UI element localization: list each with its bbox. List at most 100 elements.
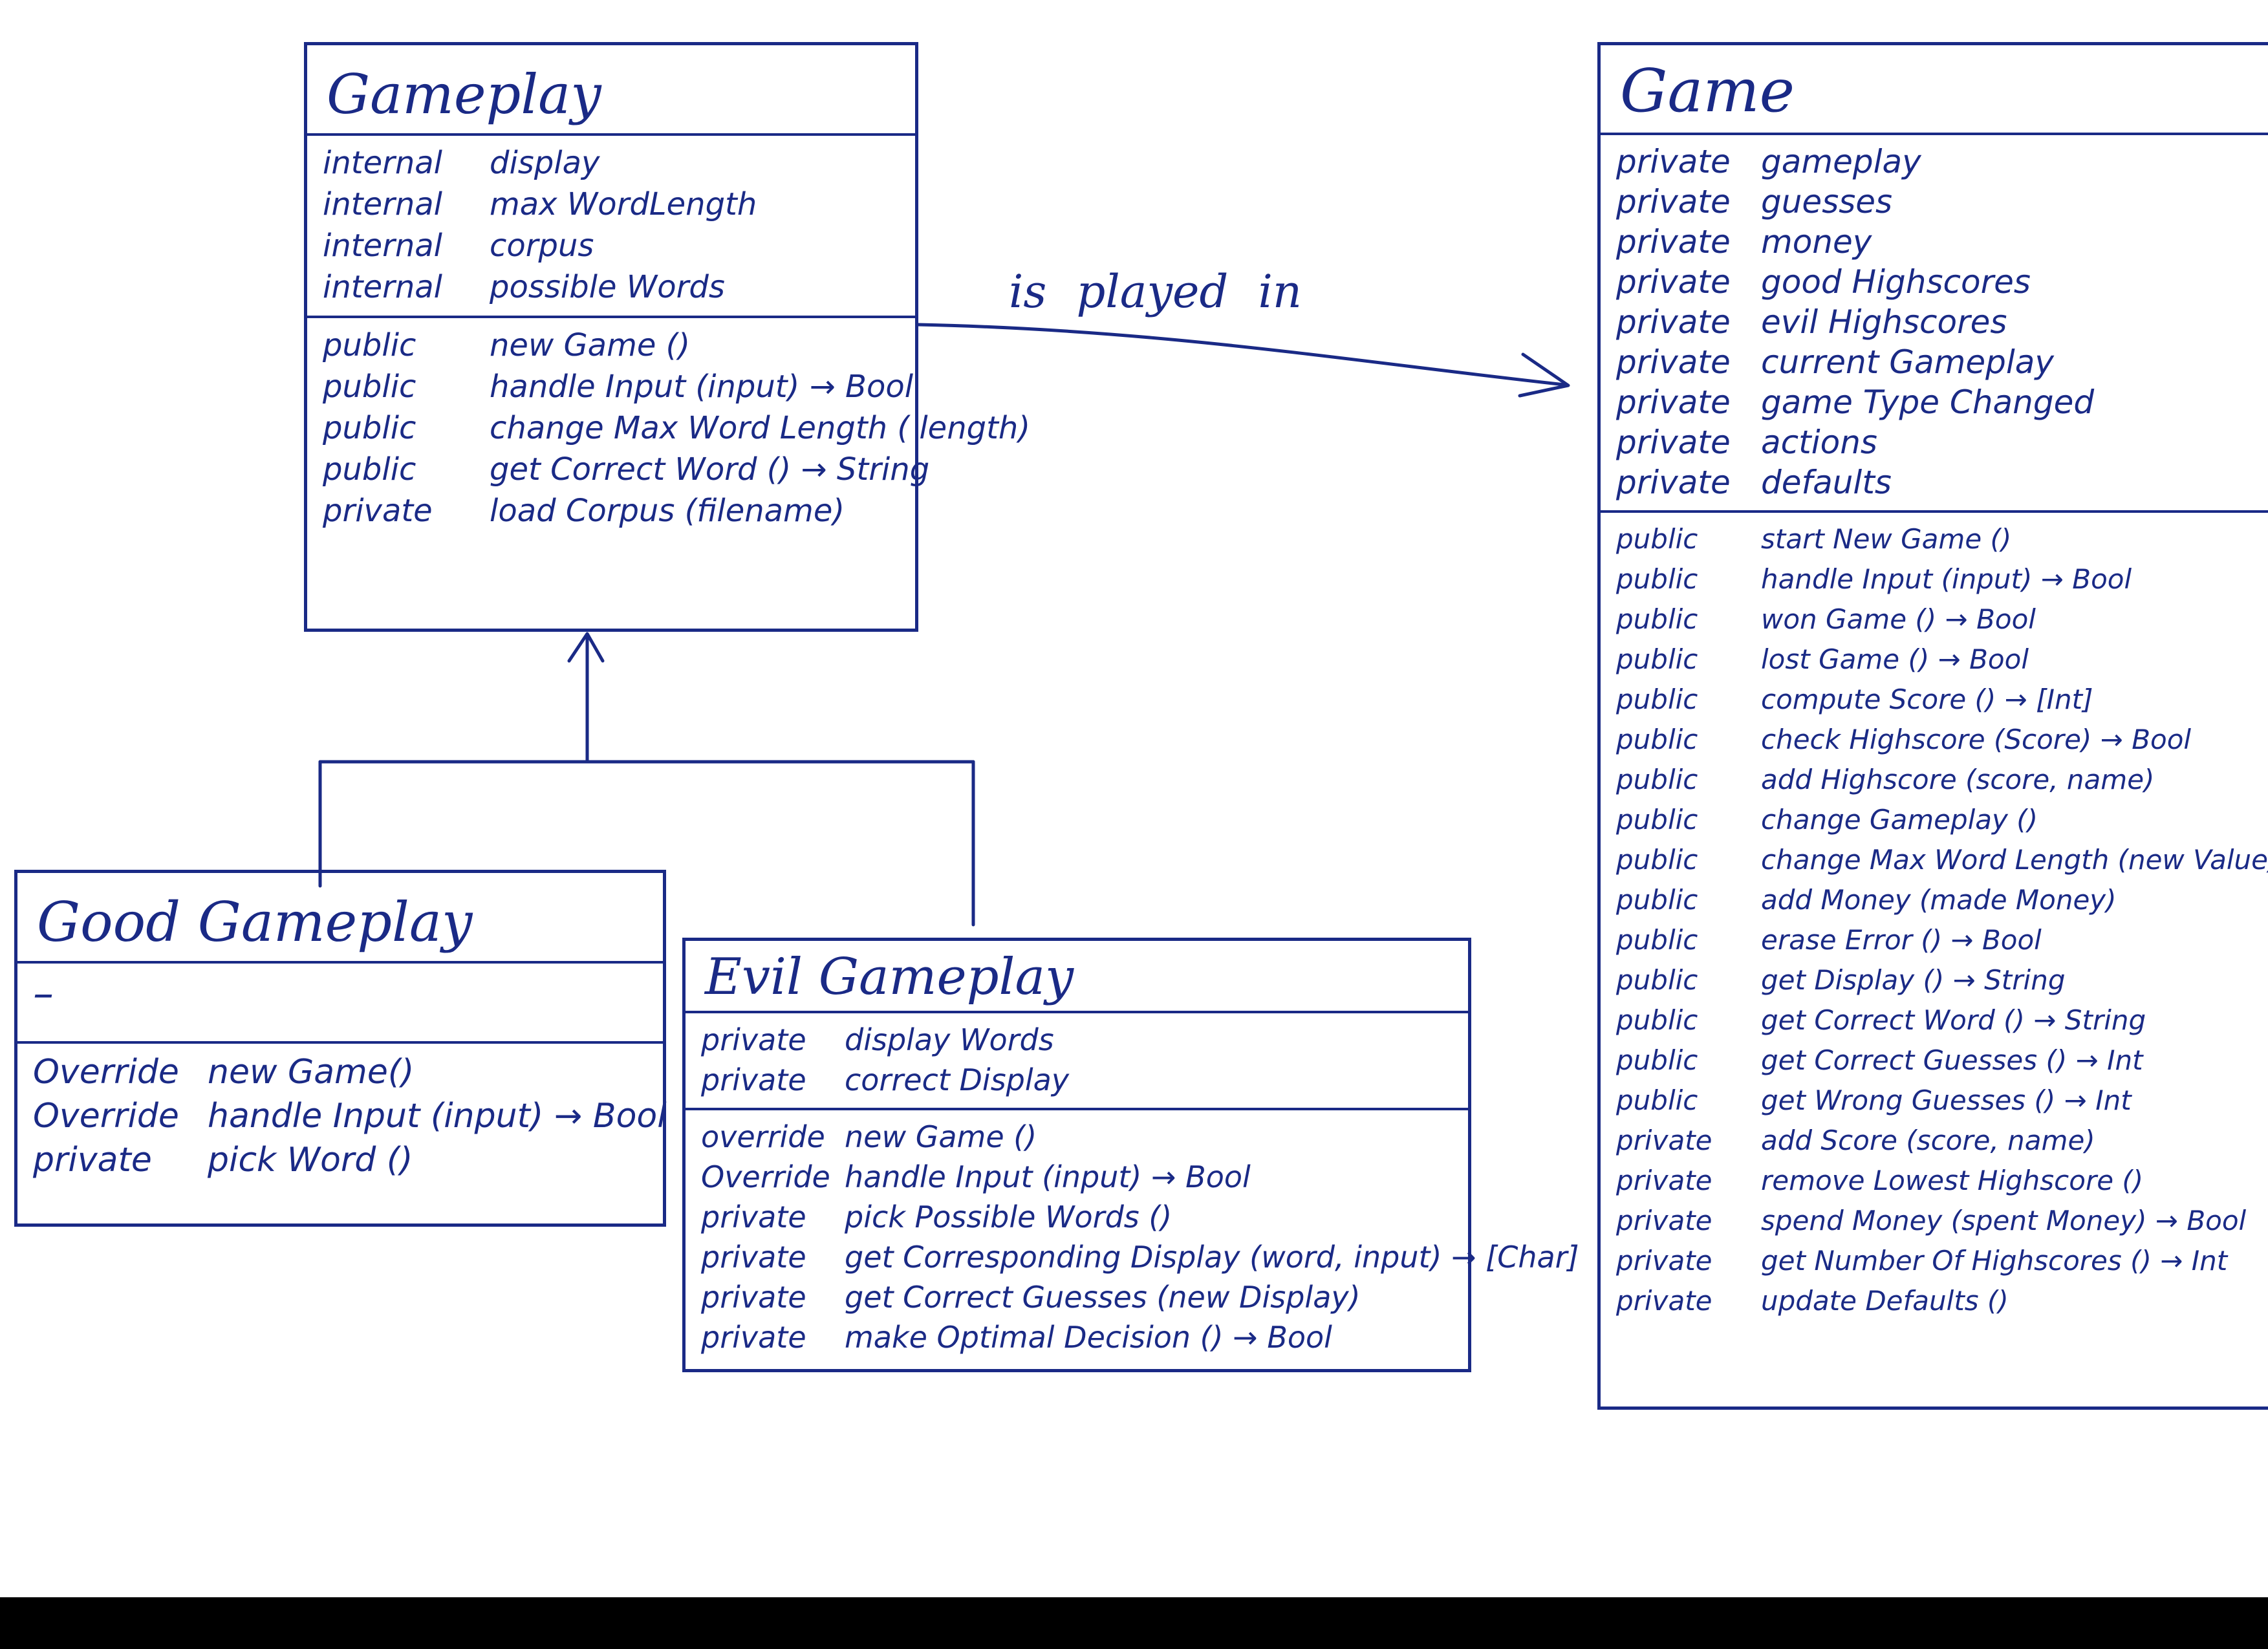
method-row: private make Optimal Decision () → Bool: [701, 1317, 1455, 1357]
method-signature: lost Game () → Bool: [1761, 643, 2029, 676]
attribute-name: possible Words: [490, 269, 725, 306]
visibility: public: [1616, 924, 1698, 956]
visibility: private: [1616, 1205, 1712, 1237]
visibility: internal: [323, 228, 443, 264]
method-signature: spend Money (spent Money) → Bool: [1761, 1205, 2247, 1237]
method-signature: get Display () → String: [1761, 964, 2066, 997]
class-name: Good Gameplay: [37, 890, 473, 954]
visibility: private: [1616, 424, 1731, 462]
methods-compartment: Override new Game() Override handle Input …: [17, 1041, 667, 1190]
attribute-name: current Gameplay: [1761, 343, 2054, 382]
attribute-name: display: [490, 145, 600, 182]
visibility: Override: [701, 1159, 830, 1194]
visibility: public: [1616, 1044, 1698, 1077]
method-signature: pick Word (): [208, 1141, 413, 1180]
visibility: private: [1616, 464, 1731, 502]
visibility: private: [701, 1319, 806, 1355]
class-name: Evil Gameplay: [705, 948, 1074, 1006]
visibility: public: [323, 451, 416, 488]
visibility: Override: [33, 1053, 179, 1092]
visibility: private: [33, 1141, 152, 1180]
attribute-name: corpus: [490, 228, 594, 264]
visibility: public: [1616, 523, 1698, 555]
visibility: public: [1616, 563, 1698, 596]
attribute-name: gameplay: [1761, 143, 1921, 181]
visibility: internal: [323, 145, 443, 182]
method-signature: won Game () → Bool: [1761, 603, 2036, 636]
attribute-row: internal display: [323, 142, 902, 184]
method-signature: new Game (): [845, 1119, 1037, 1154]
method-row: public add Money (made Money): [1616, 880, 2255, 920]
visibility: Override: [33, 1097, 179, 1136]
visibility: private: [1616, 1165, 1712, 1197]
method-signature: new Game(): [208, 1053, 415, 1092]
visibility: public: [1616, 1084, 1698, 1117]
method-signature: add Highscore (score, name): [1761, 764, 2155, 796]
method-signature: handle Input (input) → Bool: [490, 369, 914, 405]
method-row: Override handle Input (input) → Bool: [33, 1094, 667, 1138]
method-row: private remove Lowest Highscore (): [1616, 1161, 2255, 1201]
method-signature: pick Possible Words (): [845, 1199, 1172, 1234]
visibility: private: [323, 493, 433, 530]
method-signature: add Money (made Money): [1761, 884, 2117, 916]
visibility: internal: [323, 186, 443, 223]
visibility: override: [701, 1119, 825, 1154]
method-row: public lost Game () → Bool: [1616, 640, 2255, 680]
visibility: private: [1616, 383, 1731, 422]
visibility: public: [323, 369, 416, 405]
method-signature: handle Input (input) → Bool: [845, 1159, 1251, 1194]
method-signature: change Max Word Length (new Value): [1761, 844, 2268, 876]
visibility: public: [1616, 884, 1698, 916]
visibility: public: [1616, 724, 1698, 756]
visibility: public: [1616, 643, 1698, 676]
visibility: public: [1616, 964, 1698, 997]
method-signature: get Corresponding Display (word, input) …: [845, 1239, 1579, 1275]
visibility: private: [1616, 223, 1731, 261]
method-signature: handle Input (input) → Bool: [208, 1097, 667, 1136]
visibility: private: [1616, 1125, 1712, 1157]
method-row: public get Display () → String: [1616, 960, 2255, 1000]
method-signature: make Optimal Decision () → Bool: [845, 1319, 1332, 1355]
method-signature: remove Lowest Highscore (): [1761, 1165, 2144, 1197]
method-signature: get Correct Guesses (new Display): [845, 1279, 1361, 1315]
class-name: Gameplay: [327, 63, 601, 126]
visibility: public: [1616, 1004, 1698, 1037]
visibility: public: [1616, 684, 1698, 716]
attribute-name: game Type Changed: [1761, 383, 2095, 422]
visibility: private: [1616, 303, 1731, 341]
method-signature: check Highscore (Score) → Bool: [1761, 724, 2192, 756]
method-row: public handle Input (input) → Bool: [323, 366, 913, 407]
method-signature: new Game (): [490, 327, 691, 364]
attribute-name: guesses: [1761, 183, 1893, 221]
method-signature: erase Error () → Bool: [1761, 924, 2042, 956]
method-signature: handle Input (input) → Bool: [1761, 563, 2132, 596]
method-row: Override new Game(): [33, 1050, 650, 1094]
association-line: [916, 323, 1567, 387]
attribute-name: correct Display: [845, 1062, 1070, 1097]
